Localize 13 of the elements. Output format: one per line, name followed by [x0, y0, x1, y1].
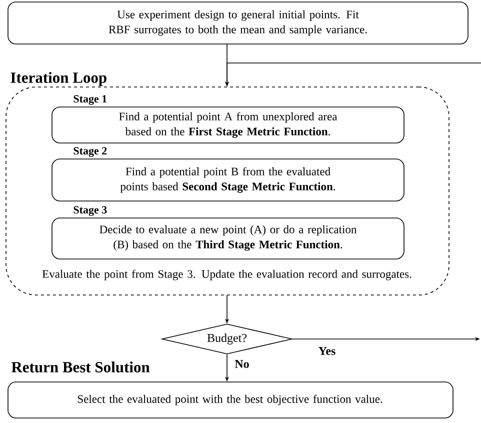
box-text: Find a potential point B from the evaluated points based Second Stage Metric Function.	[120, 167, 336, 193]
heading: Stage 2	[74, 147, 107, 157]
heading: Iteration Loop	[10, 72, 106, 86]
box-text: Decide to evaluate a new point (A) or do a replication (B) based on the Third Stage Metric Function.	[100, 225, 357, 251]
box-text: Use experiment design to general initial points. Fit RBF surrogates to both the mean and sample variance.	[108, 10, 367, 36]
heading: Stage 1	[74, 95, 107, 105]
box-text: Evaluate the point from Stage 3. Update the evaluation record and surrogates.	[42, 270, 412, 280]
heading: Stage 3	[74, 206, 107, 216]
edge-label: Yes	[317, 346, 337, 356]
box-text: Select the evaluated point with the best objective function value.	[78, 394, 382, 406]
edge-label: No	[234, 359, 250, 369]
heading: Return Best Solution	[11, 362, 150, 372]
box-text: Find a potential point A from unexplored area based on the First Stage Metric Function.	[119, 112, 338, 138]
